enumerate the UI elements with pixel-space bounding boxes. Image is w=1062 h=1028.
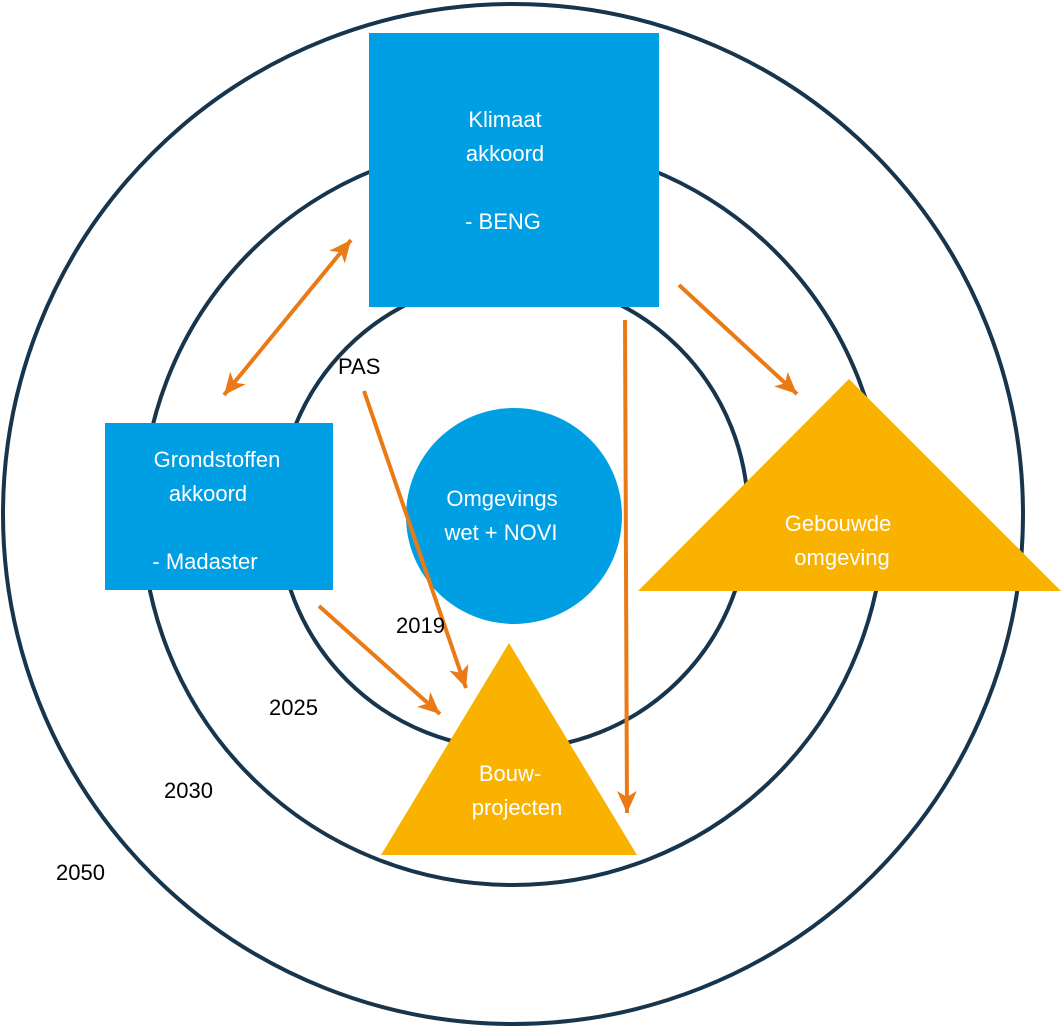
grondstoffen-line1: Grondstoffen	[154, 447, 281, 472]
arrow-klimaat-bouwprojecten	[616, 319, 637, 814]
grondstoffen-line2: akkoord	[169, 481, 247, 506]
ring-2050	[1, 2, 1025, 1026]
gebouwde-omgeving-triangle	[638, 379, 1061, 591]
omgevingswet-line2: wet + NOVI	[443, 520, 557, 545]
omgevingswet-line1: Omgevings	[446, 486, 557, 511]
pas-label: PAS	[338, 354, 380, 379]
klimaat-line2: akkoord	[466, 141, 544, 166]
klimaat-item-beng: - BENG	[465, 209, 541, 234]
bouw-line2: projecten	[472, 795, 563, 820]
year-label-2030: 2030	[164, 778, 213, 803]
grondstoffen-akkoord-box	[105, 423, 333, 590]
grondstoffen-item-madaster: - Madaster	[152, 549, 257, 574]
year-label-2025: 2025	[269, 695, 318, 720]
gebouwde-line1: Gebouwde	[785, 511, 891, 536]
klimaat-akkoord-box	[369, 33, 659, 307]
gebouwde-line2: omgeving	[794, 545, 889, 570]
arrow-grondstoffen-bouwprojecten	[317, 604, 442, 716]
klimaat-line1: Klimaat	[468, 107, 541, 132]
arrow-grondstoffen-klimaat	[222, 238, 353, 397]
bouwprojecten-triangle	[381, 643, 637, 855]
bouw-line1: Bouw-	[479, 761, 541, 786]
arrow-klimaat-gebouwde	[677, 283, 799, 396]
year-label-2050: 2050	[56, 860, 105, 885]
arrow-pas-bouwprojecten	[362, 390, 469, 689]
omgevingswet-circle	[406, 408, 622, 624]
year-label-2019: 2019	[396, 613, 445, 638]
